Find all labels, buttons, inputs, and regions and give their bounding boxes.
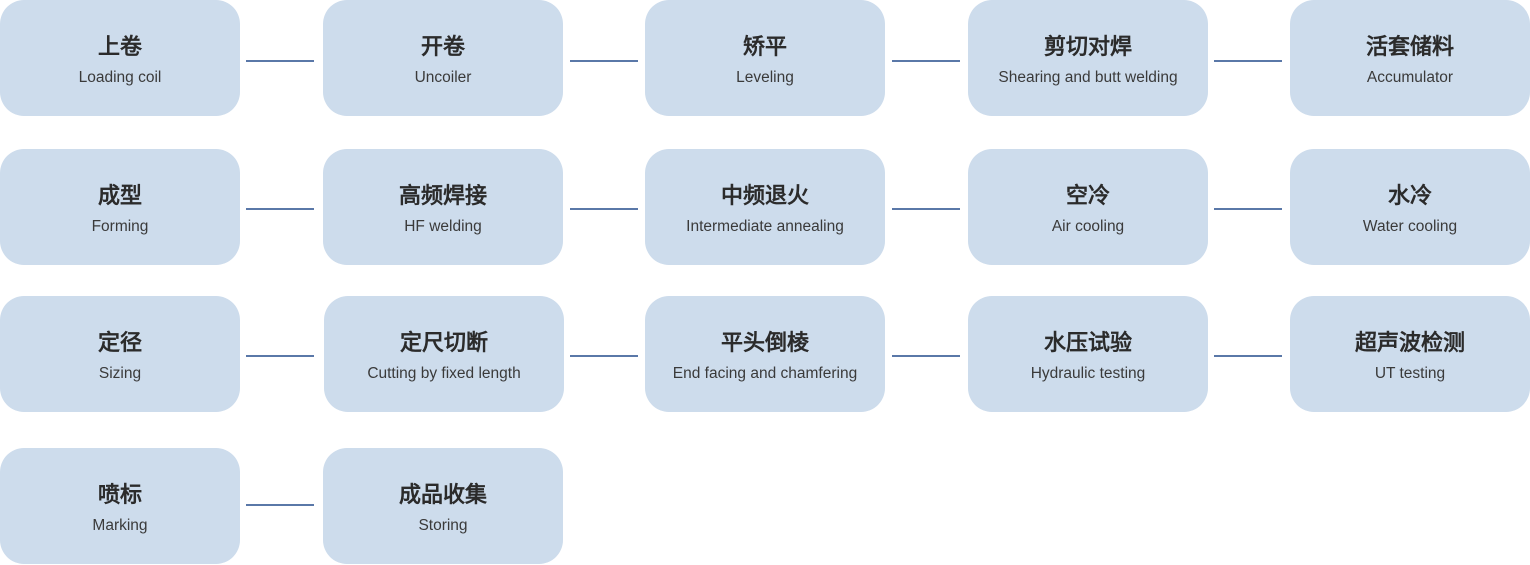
connector-line (570, 60, 638, 62)
step-subtitle: Uncoiler (414, 69, 472, 86)
connector-line (246, 355, 314, 357)
step-marking: 喷标 Marking (0, 448, 240, 564)
connector-line (246, 208, 314, 210)
connector-line (1214, 60, 1282, 62)
step-loading-coil: 上卷 Loading coil (0, 0, 240, 116)
step-title: 定尺切断 (399, 330, 488, 356)
connector-line (246, 504, 314, 506)
connector-line (892, 355, 960, 357)
step-title: 成品收集 (398, 482, 487, 508)
connector-line (892, 60, 960, 62)
step-title: 定径 (97, 330, 142, 356)
step-title: 矫平 (742, 34, 787, 60)
step-cutting-fixed-length: 定尺切断 Cutting by fixed length (324, 296, 564, 412)
step-title: 高频焊接 (398, 183, 487, 209)
step-subtitle: Hydraulic testing (1030, 365, 1146, 382)
step-storing: 成品收集 Storing (323, 448, 563, 564)
step-subtitle: Accumulator (1366, 69, 1454, 86)
step-end-facing-chamfering: 平头倒棱 End facing and chamfering (645, 296, 885, 412)
step-title: 上卷 (97, 34, 142, 60)
step-shearing-butt-welding: 剪切对焊 Shearing and butt welding (968, 0, 1208, 116)
step-title: 开卷 (420, 34, 465, 60)
step-subtitle: HF welding (404, 218, 482, 235)
step-title: 超声波检测 (1354, 330, 1465, 356)
connector-line (892, 208, 960, 210)
step-title: 活套储料 (1365, 34, 1454, 60)
step-title: 成型 (97, 183, 142, 209)
step-subtitle: Leveling (736, 69, 794, 86)
step-sizing: 定径 Sizing (0, 296, 240, 412)
connector-line (1214, 208, 1282, 210)
step-title: 水冷 (1387, 183, 1432, 209)
step-forming: 成型 Forming (0, 149, 240, 265)
step-subtitle: Forming (91, 218, 149, 235)
step-uncoiler: 开卷 Uncoiler (323, 0, 563, 116)
step-subtitle: Storing (418, 517, 468, 534)
connector-line (246, 60, 314, 62)
connector-line (1214, 355, 1282, 357)
step-subtitle: Cutting by fixed length (367, 365, 521, 382)
step-leveling: 矫平 Leveling (645, 0, 885, 116)
step-water-cooling: 水冷 Water cooling (1290, 149, 1530, 265)
step-subtitle: End facing and chamfering (672, 365, 858, 382)
step-accumulator: 活套储料 Accumulator (1290, 0, 1530, 116)
step-title: 平头倒棱 (720, 330, 809, 356)
step-subtitle: UT testing (1374, 365, 1446, 382)
connector-line (570, 208, 638, 210)
step-title: 剪切对焊 (1043, 34, 1132, 60)
step-title: 中频退火 (720, 183, 809, 209)
step-title: 喷标 (97, 482, 142, 508)
step-ut-testing: 超声波检测 UT testing (1290, 296, 1530, 412)
step-subtitle: Water cooling (1362, 218, 1458, 235)
step-title: 水压试验 (1043, 330, 1132, 356)
connector-line (570, 355, 638, 357)
step-subtitle: Sizing (98, 365, 142, 382)
step-subtitle: Loading coil (78, 69, 162, 86)
step-subtitle: Air cooling (1051, 218, 1125, 235)
step-subtitle: Marking (92, 517, 148, 534)
step-subtitle: Intermediate annealing (686, 218, 844, 235)
step-hydraulic-testing: 水压试验 Hydraulic testing (968, 296, 1208, 412)
step-title: 空冷 (1065, 183, 1110, 209)
step-air-cooling: 空冷 Air cooling (968, 149, 1208, 265)
step-hf-welding: 高频焊接 HF welding (323, 149, 563, 265)
step-intermediate-annealing: 中频退火 Intermediate annealing (645, 149, 885, 265)
step-subtitle: Shearing and butt welding (998, 69, 1178, 86)
